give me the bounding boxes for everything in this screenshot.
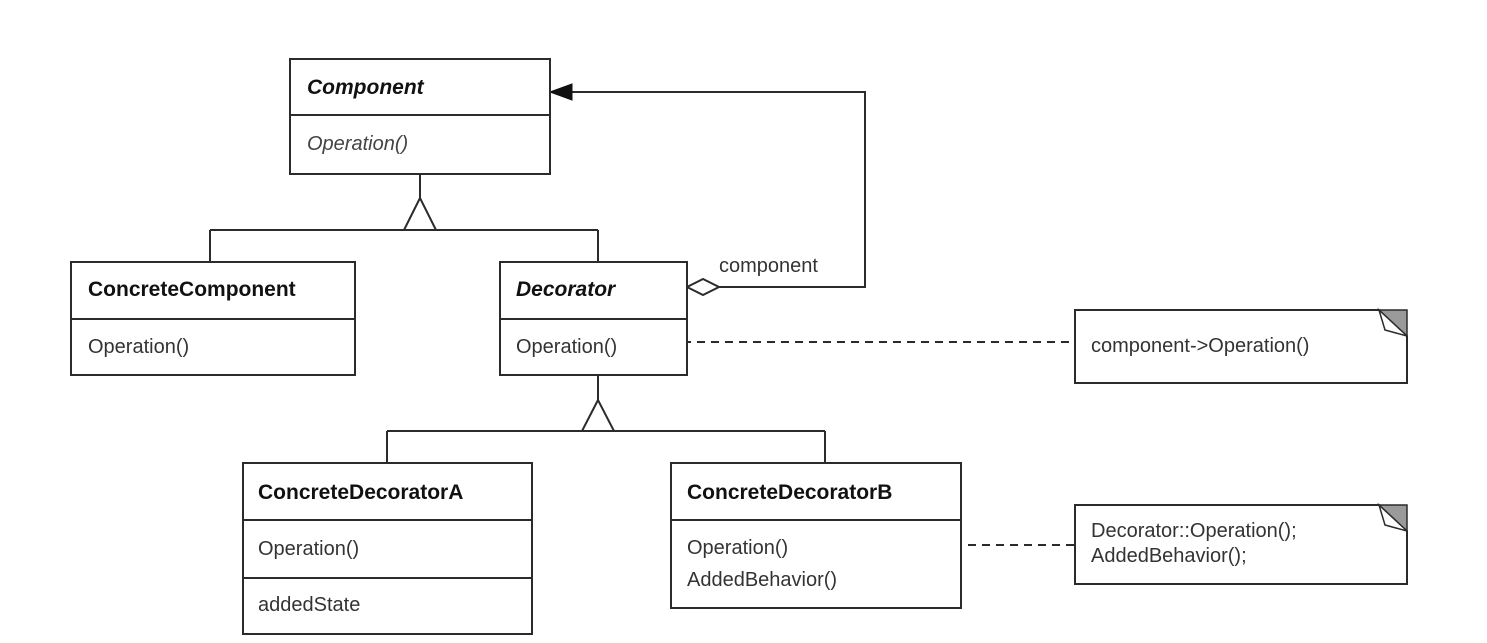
class-operation: Operation() bbox=[516, 336, 617, 358]
class-concrete-component: ConcreteComponent Operation() bbox=[70, 261, 356, 376]
note-text: component->Operation() bbox=[1091, 335, 1309, 357]
class-name: ConcreteDecoratorA bbox=[258, 481, 463, 504]
class-name: ConcreteDecoratorB bbox=[687, 481, 892, 504]
inheritance-triangle bbox=[402, 195, 438, 231]
class-operation: Operation() bbox=[258, 538, 359, 560]
inheritance-triangle bbox=[580, 397, 616, 432]
class-attribute: addedState bbox=[258, 594, 360, 616]
generalization-component bbox=[209, 174, 599, 262]
class-name: ConcreteComponent bbox=[88, 278, 296, 301]
note-text: AddedBehavior(); bbox=[1091, 545, 1247, 567]
generalization-decorator bbox=[386, 375, 826, 463]
note-link-decorator bbox=[655, 335, 1074, 349]
note-decorator-operation: component->Operation() bbox=[1074, 307, 1408, 384]
navigability-arrowhead bbox=[548, 83, 573, 101]
note-fold-flap bbox=[1377, 502, 1408, 532]
class-concrete-decorator-b: ConcreteDecoratorB Operation() AddedBeha… bbox=[670, 462, 962, 609]
class-decorator: Decorator Operation() bbox=[499, 261, 688, 376]
note-text: Decorator::Operation(); bbox=[1091, 520, 1297, 542]
class-component: Component Operation() bbox=[289, 58, 551, 175]
aggregation-diamond bbox=[684, 277, 722, 297]
class-operation: Operation() bbox=[88, 336, 189, 358]
note-concrete-decorator-b-operation: Decorator::Operation(); AddedBehavior(); bbox=[1074, 502, 1408, 585]
class-name: Decorator bbox=[516, 278, 617, 301]
note-fold-flap bbox=[1377, 307, 1408, 337]
class-operation: AddedBehavior() bbox=[687, 569, 837, 591]
class-operation: Operation() bbox=[687, 537, 788, 559]
association-role-label: component bbox=[719, 255, 818, 277]
aggregation-decorator-component: component bbox=[548, 83, 866, 297]
class-name: Component bbox=[307, 76, 425, 99]
class-operation: Operation() bbox=[307, 133, 408, 155]
class-concrete-decorator-a: ConcreteDecoratorA Operation() addedStat… bbox=[242, 462, 533, 635]
